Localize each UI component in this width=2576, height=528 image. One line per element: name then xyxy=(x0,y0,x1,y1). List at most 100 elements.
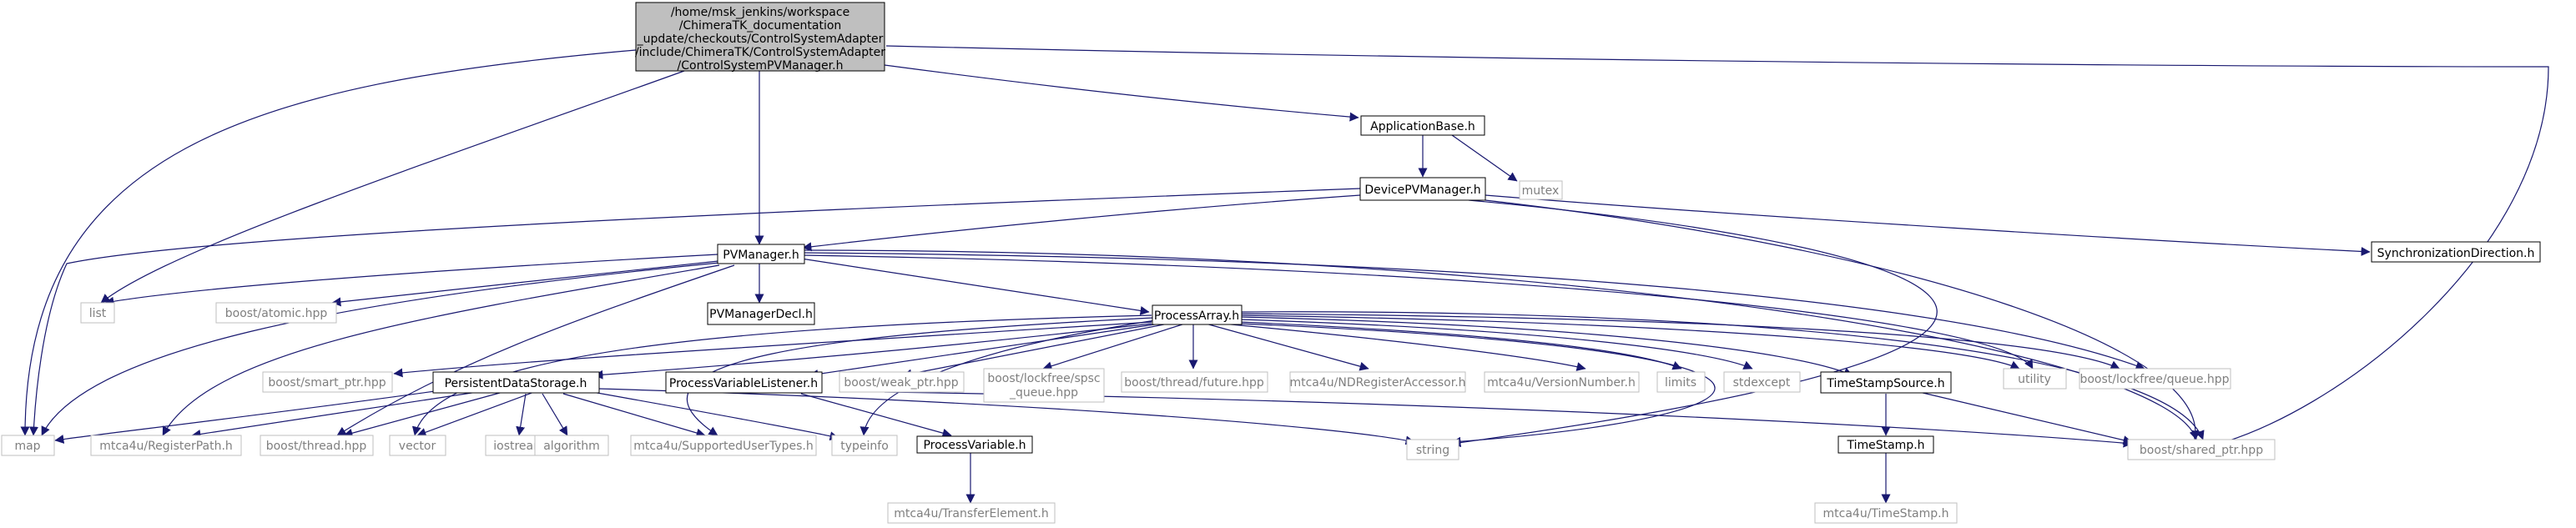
node-application-base-label: ApplicationBase.h xyxy=(1370,120,1475,133)
edge-root-list xyxy=(100,70,685,304)
edge-root-applicationbase xyxy=(884,64,1359,122)
node-process-variable[interactable]: ProcessVariable.h xyxy=(916,435,1033,454)
node-boost-thread-future: boost/thread/future.hpp xyxy=(1121,371,1268,393)
node-pv-manager-decl-label: PVManagerDecl.h xyxy=(709,308,813,321)
edge-processarray-smartptr xyxy=(393,321,1152,378)
node-list: list xyxy=(80,302,115,324)
node-limits-label: limits xyxy=(1665,376,1696,390)
edge-timestampsource-sharedptr xyxy=(1918,391,2133,445)
node-stdexcept: stdexcept xyxy=(1723,371,1801,393)
node-boost-lockfree-spsc: boost/lockfree/spsc _queue.hpp xyxy=(983,368,1105,403)
node-map-label: map xyxy=(14,440,40,453)
node-boost-lockfree-queue-label: boost/lockfree/queue.hpp xyxy=(2079,373,2229,386)
node-timestamp[interactable]: TimeStamp.h xyxy=(1837,435,1934,454)
node-boost-shared-ptr-label: boost/shared_ptr.hpp xyxy=(2140,444,2263,457)
node-timestamp-source-label: TimeStampSource.h xyxy=(1826,377,1944,390)
edge-persistent-string xyxy=(597,388,1415,445)
node-sync-direction[interactable]: SynchronizationDirection.h xyxy=(2371,241,2541,263)
edge-persistent-map xyxy=(54,387,460,444)
node-timestamp-source[interactable]: TimeStampSource.h xyxy=(1820,371,1952,394)
node-nd-register-accessor-label: mtca4u/NDRegisterAccessor.h xyxy=(1289,376,1465,390)
edge-persistent-typeinfo xyxy=(592,391,839,441)
node-mtca4u-timestamp: mtca4u/TimeStamp.h xyxy=(1814,502,1958,524)
node-transfer-element-label: mtca4u/TransferElement.h xyxy=(894,507,1048,520)
node-boost-lockfree-spsc-line-2: _queue.hpp xyxy=(1009,386,1078,400)
node-algorithm-label: algorithm xyxy=(543,440,600,453)
edge-processarray-string xyxy=(1238,323,1716,446)
edge-applicationbase-mutex xyxy=(1451,134,1518,182)
node-limits: limits xyxy=(1656,371,1706,393)
edge-devicepvmanager-map xyxy=(29,188,1361,436)
node-utility-label: utility xyxy=(2018,373,2051,386)
node-boost-lockfree-queue: boost/lockfree/queue.hpp xyxy=(2079,368,2231,390)
node-persistent-data-storage[interactable]: PersistentDataStorage.h xyxy=(432,371,600,394)
node-boost-thread-future-label: boost/thread/future.hpp xyxy=(1124,376,1264,390)
root-line-4: /include/ChimeraTK/ControlSystemAdapter xyxy=(635,46,885,59)
edge-persistent-supported xyxy=(562,393,706,438)
root-line-2: /ChimeraTK_documentation xyxy=(679,19,842,33)
node-device-pv-manager-label: DevicePVManager.h xyxy=(1364,184,1480,197)
node-nd-register-accessor: mtca4u/NDRegisterAccessor.h xyxy=(1289,371,1466,393)
dependency-nodes: /home/msk_jenkins/workspace /ChimeraTK_d… xyxy=(1,2,2541,524)
edge-persistent-registerpath xyxy=(191,390,489,439)
node-utility: utility xyxy=(2003,368,2067,390)
edge-pvmanager-map xyxy=(41,262,720,436)
node-process-array-label: ProcessArray.h xyxy=(1154,309,1239,323)
node-stdexcept-label: stdexcept xyxy=(1733,376,1791,390)
edge-processarray-limits xyxy=(1238,321,1682,370)
node-boost-atomic: boost/atomic.hpp xyxy=(215,302,337,324)
node-register-path-label: mtca4u/RegisterPath.h xyxy=(99,440,233,453)
edge-devicepvmanager-sharedptr xyxy=(1485,199,2201,440)
node-mtca4u-timestamp-label: mtca4u/TimeStamp.h xyxy=(1823,507,1949,520)
edge-listener-processvariable xyxy=(800,393,952,438)
node-process-array[interactable]: ProcessArray.h xyxy=(1152,304,1243,325)
edge-processarray-vector xyxy=(411,314,1152,436)
node-persistent-data-storage-label: PersistentDataStorage.h xyxy=(445,377,587,390)
edge-processarray-weakptr xyxy=(902,323,1169,379)
node-boost-smart-ptr-label: boost/smart_ptr.hpp xyxy=(268,376,386,390)
node-boost-lockfree-spsc-line-1: boost/lockfree/spsc xyxy=(987,372,1100,385)
node-typeinfo-label: typeinfo xyxy=(840,440,889,453)
edge-persistent-algorithm xyxy=(542,393,568,436)
node-version-number: mtca4u/VersionNumber.h xyxy=(1484,371,1640,393)
node-boost-shared-ptr: boost/shared_ptr.hpp xyxy=(2127,439,2276,460)
node-pv-manager-decl[interactable]: PVManagerDecl.h xyxy=(707,302,815,325)
node-boost-smart-ptr: boost/smart_ptr.hpp xyxy=(262,371,393,393)
root-line-3: _update/checkouts/ControlSystemAdapter xyxy=(637,33,884,46)
node-sync-direction-label: SynchronizationDirection.h xyxy=(2377,247,2535,260)
node-typeinfo: typeinfo xyxy=(831,435,898,456)
edge-devicepvmanager-pvmanager xyxy=(802,194,1361,252)
edge-processarray-supported xyxy=(686,317,1154,436)
node-application-base[interactable]: ApplicationBase.h xyxy=(1360,115,1485,136)
edge-devicepvmanager-sync xyxy=(1485,194,2371,256)
edge-pvmanager-list xyxy=(104,254,718,306)
node-mutex-label: mutex xyxy=(1522,184,1560,198)
edge-persistent-vector xyxy=(416,391,535,437)
edge-processarray-timestampsource xyxy=(1238,316,1853,376)
edge-listener-sharedptr xyxy=(884,391,2133,448)
node-pv-manager[interactable]: PVManager.h xyxy=(717,244,805,264)
node-supported-user-types: mtca4u/SupportedUserTypes.h xyxy=(630,435,817,456)
edge-pvmanager-registerpath xyxy=(162,264,720,436)
node-list-label: list xyxy=(89,307,107,320)
root-line-5: /ControlSystemPVManager.h xyxy=(678,59,844,73)
edge-pvmanager-processarray xyxy=(800,258,1150,315)
node-process-variable-listener[interactable]: ProcessVariableListener.h xyxy=(665,371,823,394)
node-supported-user-types-label: mtca4u/SupportedUserTypes.h xyxy=(633,440,813,453)
node-map: map xyxy=(1,435,55,456)
edge-root-sharedptr xyxy=(885,45,2549,450)
edge-processarray-listener xyxy=(809,323,1161,379)
node-pv-manager-label: PVManager.h xyxy=(723,249,799,262)
node-vector-label: vector xyxy=(399,440,436,453)
edge-processarray-utility xyxy=(1238,314,2020,370)
node-boost-thread-label: boost/thread.hpp xyxy=(266,440,367,453)
edge-processarray-lockfreequeue xyxy=(1238,313,2120,370)
node-boost-weak-ptr-label: boost/weak_ptr.hpp xyxy=(844,376,958,390)
node-device-pv-manager[interactable]: DevicePVManager.h xyxy=(1359,177,1486,201)
node-vector: vector xyxy=(389,435,446,456)
edge-pvmanager-thread xyxy=(336,264,735,436)
root-line-1: /home/msk_jenkins/workspace xyxy=(671,6,849,19)
edge-pvmanager-lockfreequeue xyxy=(802,252,2145,370)
dependency-edges xyxy=(20,45,2549,504)
